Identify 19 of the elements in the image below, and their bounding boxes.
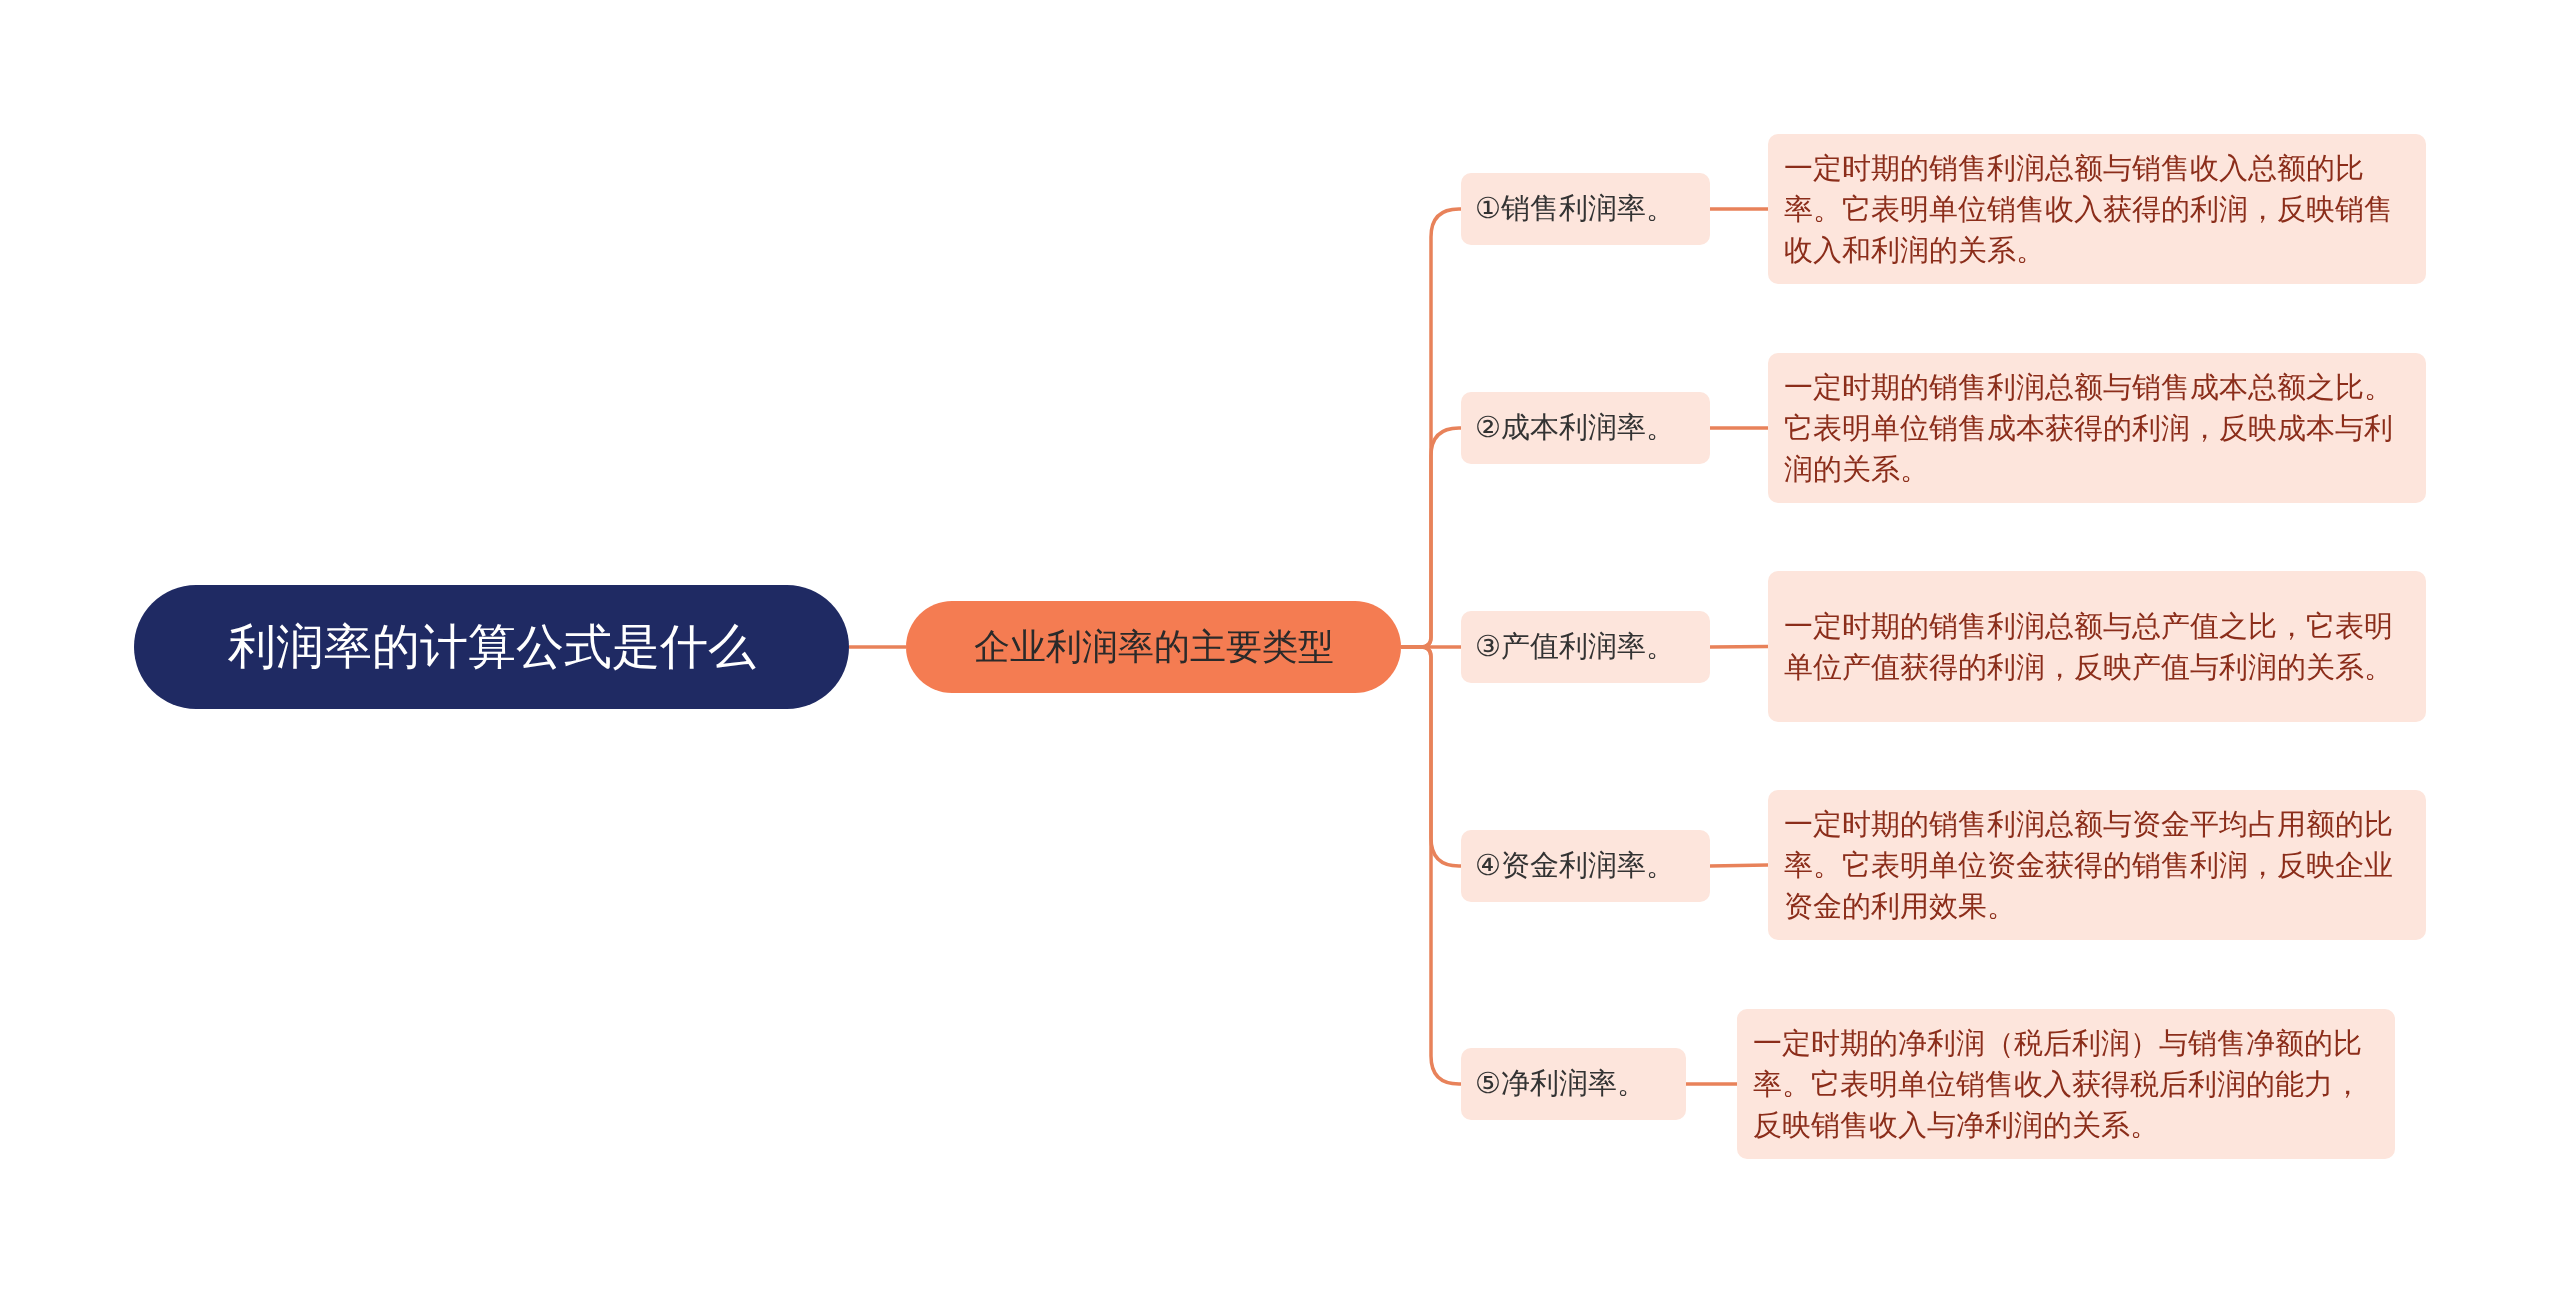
connector-line bbox=[1710, 644, 1768, 649]
connector-line bbox=[1401, 645, 1462, 1086]
subtopic-box: ⑤净利润率。 bbox=[1461, 1048, 1686, 1120]
description-box: 一定时期的净利润（税后利润）与销售净额的比率。它表明单位销售收入获得税后利润的能力，反映销售收入与净利润的关系。 bbox=[1737, 1009, 2395, 1159]
description-box: 一定时期的销售利润总额与总产值之比，它表明单位产值获得的利润，反映产值与利润的关系。 bbox=[1768, 571, 2426, 722]
subtopic-box: ②成本利润率。 bbox=[1461, 392, 1710, 464]
root-topic-box: 利润率的计算公式是什么 bbox=[134, 585, 849, 709]
connector-line bbox=[849, 645, 906, 649]
description-box: 一定时期的销售利润总额与销售收入总额的比率。它表明单位销售收入获得的利润，反映销售收入和利润的关系。 bbox=[1768, 134, 2426, 284]
topic-box: 企业利润率的主要类型 bbox=[906, 601, 1401, 693]
subtopic-box: ①销售利润率。 bbox=[1461, 173, 1710, 245]
connector-line bbox=[1686, 1082, 1737, 1086]
subtopic-box: ④资金利润率。 bbox=[1461, 830, 1710, 902]
subtopic-box: ③产值利润率。 bbox=[1461, 611, 1710, 683]
connector-line bbox=[1709, 863, 1769, 868]
connector-line bbox=[1710, 426, 1768, 430]
connector-line bbox=[1710, 207, 1768, 211]
description-box: 一定时期的销售利润总额与销售成本总额之比。它表明单位销售成本获得的利润，反映成本与利润的关系。 bbox=[1768, 353, 2426, 503]
description-box: 一定时期的销售利润总额与资金平均占用额的比率。它表明单位资金获得的销售利润，反映企业资金的利用效果。 bbox=[1768, 790, 2426, 940]
